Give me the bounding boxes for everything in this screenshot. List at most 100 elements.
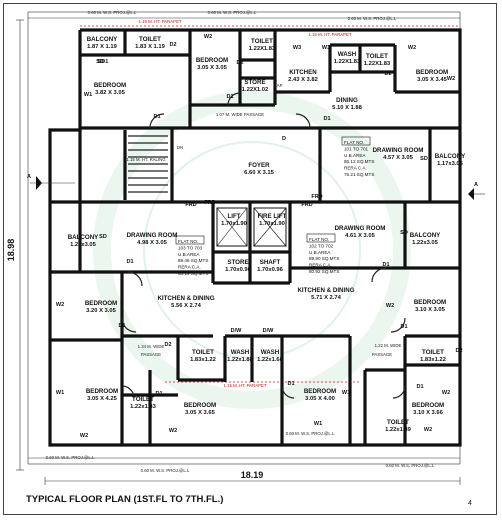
opening-mark: W3 (293, 45, 301, 51)
flat-line-flat-ne: 86.12 SQ.MTS (344, 159, 374, 164)
room-name-drawing-e: DRAWING ROOM (335, 225, 386, 232)
opening-mark: SD (400, 230, 408, 236)
flat-line-flat-e: RERA C.A. (309, 263, 332, 268)
opening-mark: SD (99, 234, 107, 240)
flat-line-flat-w: U.B.AREA (178, 252, 200, 257)
opening-mark: D1 (287, 381, 294, 387)
room-size-balcony-e: 1.17x3.05 (437, 161, 464, 167)
opening-mark: D1 (323, 116, 330, 122)
opening-mark: D2 (384, 71, 391, 77)
opening-mark: W2 (386, 303, 394, 309)
section-mark-left: A (27, 174, 31, 180)
opening-mark: W1 (314, 421, 322, 427)
room-size-fire-lift: 1.70x1.90 (259, 221, 285, 227)
room-size-balcony-se: 1.22x3.05 (412, 240, 439, 246)
flat-line-flat-ne: 101 TO 701 (344, 146, 369, 151)
room-name-toilet-n2: TOILET (366, 53, 388, 60)
plan-title-sub: (1ST.FL TO 7TH.FL.) (133, 494, 224, 505)
opening-mark: W1 (342, 390, 350, 396)
room-name-toilet-se2: TOILET (387, 419, 409, 426)
room-name-balcony-nw: BALCONY (87, 36, 118, 43)
room-name-bedroom-nw1: BEDROOM (94, 82, 126, 89)
room-size-bedroom-sw1: 3.05 X 4.25 (87, 396, 117, 402)
opening-mark: W2 (204, 34, 212, 40)
room-size-kitchen-w: 5.56 X 2.74 (171, 303, 201, 309)
room-name-bedroom-se: BEDROOM (412, 402, 444, 409)
room-name-kitchen-e: KITCHEN & DINING (297, 287, 354, 294)
room-name-wash-n: WASH (338, 51, 357, 58)
room-size-bedroom-nw2: 3.05 X 3.05 (197, 65, 227, 71)
room-name-drawing-ne: DRAWING ROOM (373, 147, 424, 154)
room-name-toilet-sw2: TOILET (132, 396, 154, 403)
annotation-text: 0.60 M. W.S. PROJ.@L.L (286, 431, 335, 436)
room-size-bedroom-nw1: 3.82 X 3.05 (95, 90, 125, 96)
opening-mark: D (282, 136, 286, 142)
room-name-fire-lift: FIRE LIFT (258, 213, 287, 220)
room-size-toilet-se2: 1.22x1.89 (385, 427, 412, 433)
opening-mark: D1 (126, 259, 133, 265)
flat-line-flat-w: 80.19 SQ.MTS (178, 271, 208, 276)
room-name-toilet-se: TOILET (422, 349, 444, 356)
room-name-foyer: FOYER (248, 162, 270, 169)
annotation-text: 0.60 M. W.S. PROJ.@L.L (348, 16, 397, 21)
annotation-text: 1.22 M. WIDE (375, 343, 402, 348)
annotation-text: 1.15 M. HT. PARAPET (309, 32, 352, 37)
room-size-dining-n: 5.10 X 1.88 (332, 105, 362, 111)
flat-line-flat-ne: RERA C.A. (344, 166, 367, 171)
opening-mark: SD (420, 156, 428, 162)
overall-height-dim: 18.98 (6, 239, 16, 262)
dimension-lines (16, 19, 461, 485)
room-name-bedroom-sw2: BEDROOM (184, 402, 216, 409)
room-size-shaft: 1.70x0.96 (257, 267, 284, 273)
room-size-toilet-sw2: 1.22x1.83 (130, 404, 157, 410)
annotation-text: 0.60 M. W.S. PROJ.@L.L (46, 455, 95, 460)
opening-mark: W1 (56, 390, 64, 396)
room-size-drawing-e: 4.61 X 3.05 (345, 233, 375, 239)
room-size-bedroom-s: 3.05 X 4.00 (305, 396, 335, 402)
annotations: 0.60 M. W.S. PROJ.@L.L 0.60 M. W.S. PROJ.… (46, 10, 435, 473)
opening-mark: D2 (236, 60, 243, 66)
room-size-balcony-w: 1.22x3.05 (70, 242, 97, 248)
staircase (128, 135, 168, 193)
plan-title-main: TYPICAL FLOOR PLAN (26, 494, 131, 505)
room-name-wash-sw: WASH (231, 349, 250, 356)
annotation-text: 1.07 M. WIDE PASSAGE (216, 112, 264, 117)
room-name-bedroom-w1: BEDROOM (85, 300, 117, 307)
room-size-bedroom-se: 3.10 X 3.66 (413, 410, 443, 416)
room-name-kitchen-n: KITCHEN (289, 69, 317, 76)
flat-line-flat-w: 89.46 SQ.MTS (178, 258, 208, 263)
annotation-text: 1.15 M. HT. PARAPET (224, 383, 267, 388)
annotation-text: DN (177, 145, 183, 150)
room-size-toilet-sw: 1.83x1.22 (190, 357, 216, 363)
room-name-wash-se: WASH (261, 349, 280, 356)
room-size-bedroom-e1: 3.10 X 3.05 (415, 307, 445, 313)
room-name-toilet-n1: TOILET (251, 38, 273, 45)
flat-box-flat-ne (341, 136, 371, 146)
opening-mark: FRD (301, 202, 312, 208)
flat-line-flat-e: 80.92 SQ.MTS (309, 269, 339, 274)
room-size-toilet-se: 1.83x1.22 (420, 357, 446, 363)
flat-box-flat-e (306, 233, 336, 243)
opening-mark: D2 (164, 342, 171, 348)
opening-mark: FRD (204, 200, 215, 206)
room-size-wash-se: 1.22x1.68 (257, 357, 284, 363)
room-name-kitchen-w: KITCHEN & DINING (157, 295, 214, 302)
room-name-lift: LIFT (227, 213, 240, 220)
room-name-bedroom-nw2: BEDROOM (196, 57, 228, 64)
opening-mark: D/W (231, 328, 243, 334)
room-name-bedroom-s: BEDROOM (304, 388, 336, 395)
annotation-text: 1.15 M. HT. RALING (126, 157, 166, 162)
opening-mark: W2 (424, 427, 432, 433)
opening-mark: W2 (408, 45, 416, 51)
room-name-store-n: STORE (244, 79, 265, 86)
opening-mark: D1 (155, 391, 162, 397)
flat-line-flat-w: RERA C.A. (178, 265, 201, 270)
section-mark-right: A (474, 182, 478, 188)
opening-mark: SD (96, 59, 104, 65)
flat-box-flat-w (175, 235, 205, 245)
opening-mark: FRD (185, 202, 196, 208)
room-size-kitchen-n: 2.43 X 3.82 (288, 77, 318, 83)
room-name-shaft: SHAFT (260, 259, 281, 266)
